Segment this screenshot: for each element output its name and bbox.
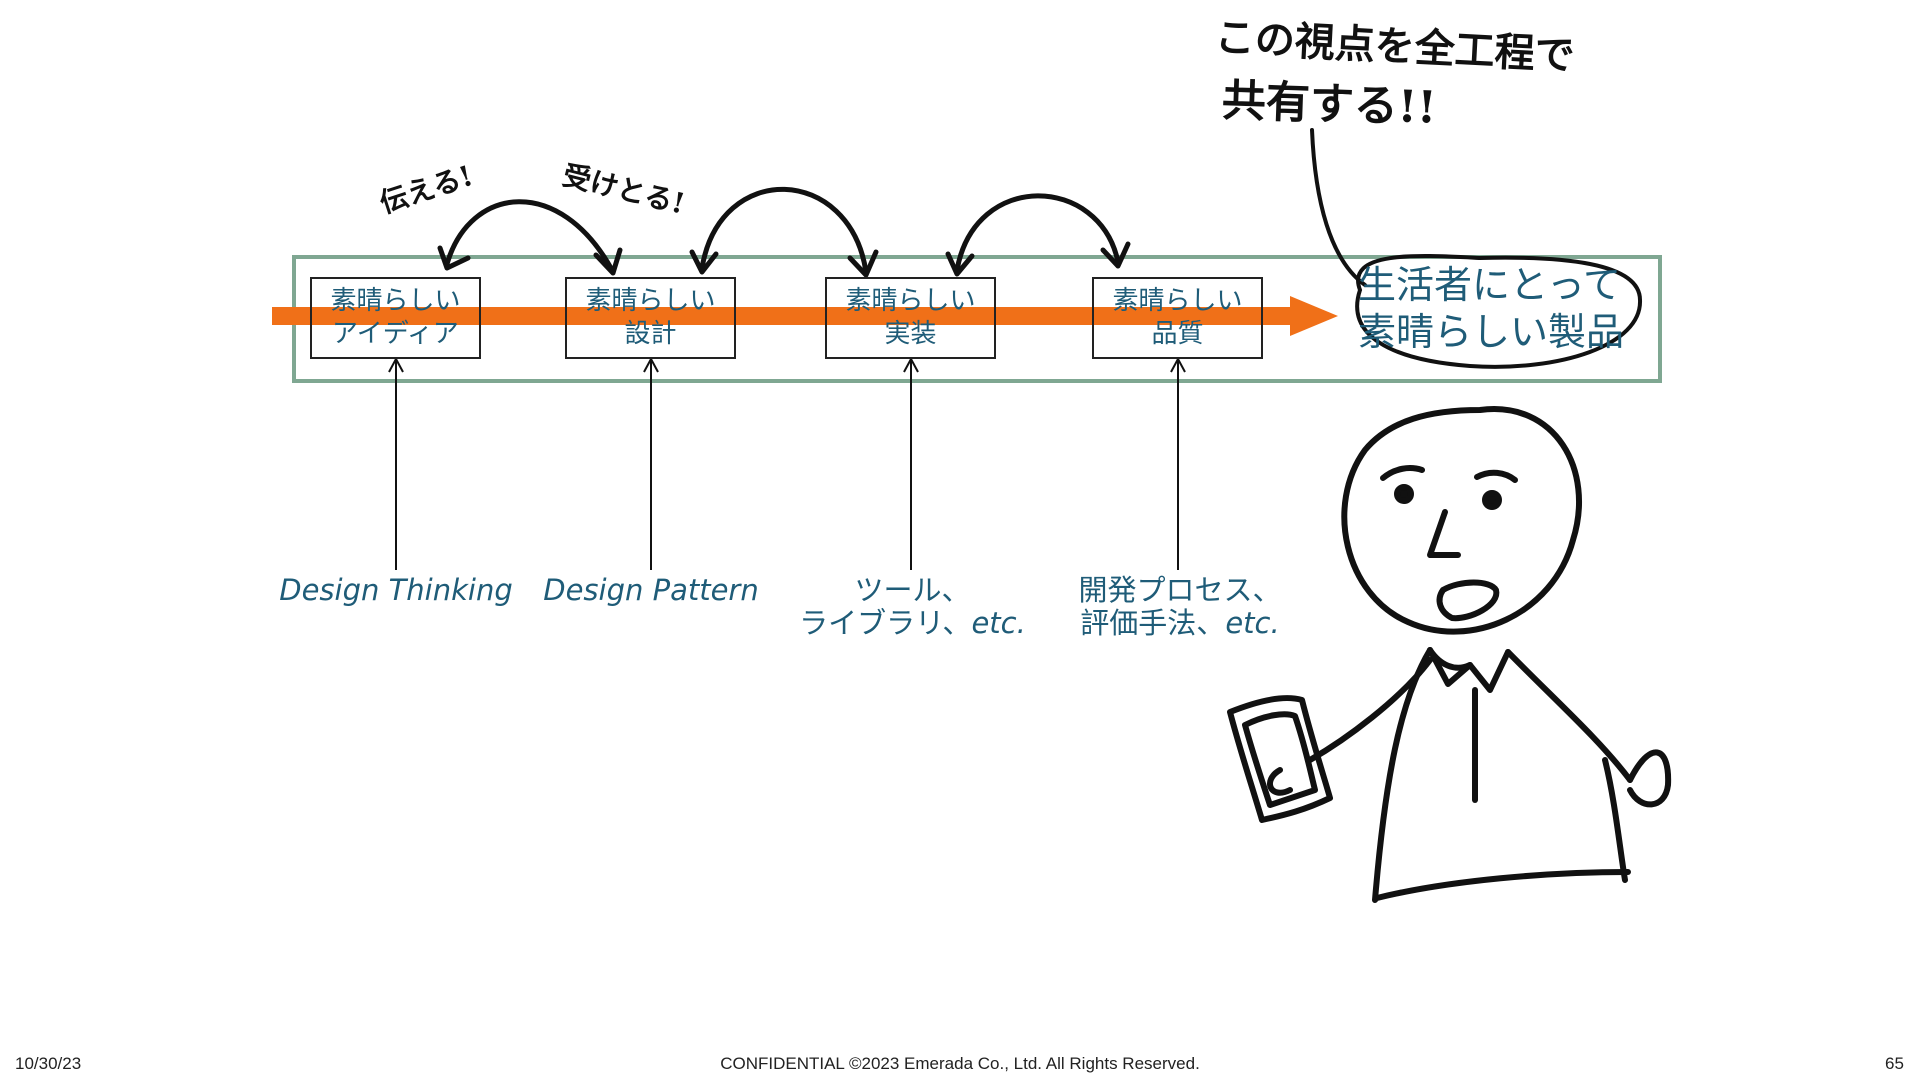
footer-date: 10/30/23	[15, 1054, 82, 1073]
goal-line1: 生活者にとって	[1358, 263, 1621, 307]
left-eyebrow	[1380, 465, 1425, 481]
stage-label-line1: 素晴らしい	[845, 286, 976, 316]
stage-box-idea: 素晴らしい アイディア	[310, 277, 481, 359]
head	[1341, 406, 1583, 635]
left-arm	[1307, 657, 1433, 763]
phone-screen	[1242, 711, 1318, 808]
method-line1: 開発プロセス、	[1078, 573, 1282, 607]
stage-box-design: 素晴らしい 設計	[565, 277, 736, 359]
stage-label-line1: 素晴らしい	[330, 286, 461, 316]
handwritten-convey: 伝える!	[375, 158, 477, 220]
stage-label-line2: 品質	[1151, 319, 1204, 349]
right-hand	[1627, 749, 1672, 808]
method-label-tools: ツール、 ライブラリ、etc.	[790, 574, 1035, 640]
mouth	[1436, 579, 1500, 622]
right-eyebrow	[1474, 469, 1518, 483]
nose	[1427, 509, 1461, 558]
phone	[1227, 695, 1333, 823]
left-eye	[1394, 484, 1414, 504]
left-hand	[1267, 767, 1293, 796]
stage-box-quality: 素晴らしい 品質	[1092, 277, 1263, 359]
method-label-design-pattern: Design Pattern	[543, 573, 759, 607]
waist	[1374, 869, 1631, 901]
stick-figure	[1227, 406, 1672, 903]
stage-label-line2: 設計	[624, 319, 677, 349]
collar-inner	[1427, 647, 1473, 671]
stage-label-line2: アイディア	[332, 319, 459, 349]
shoulder-right	[1505, 649, 1633, 783]
stage-box-implementation: 素晴らしい 実装	[825, 277, 996, 359]
collar	[1427, 647, 1511, 693]
goal-line2: 素晴らしい製品	[1358, 310, 1625, 354]
method-line2: ライブラリ、etc.	[799, 606, 1026, 640]
torso-right	[1602, 757, 1628, 883]
method-label-process: 開発プロセス、 評価手法、etc.	[1065, 574, 1295, 640]
method-line2: 評価手法、etc.	[1080, 606, 1280, 640]
goal-label: 生活者にとって 素晴らしい製品	[1358, 262, 1658, 356]
method-pointers	[388, 356, 1186, 570]
torso-left	[1372, 647, 1433, 903]
right-eye	[1482, 490, 1502, 510]
stage-label-line1: 素晴らしい	[1112, 286, 1243, 316]
page-number: 65	[1885, 1054, 1904, 1073]
handwritten-receive: 受けとる!	[559, 158, 689, 221]
method-label-design-thinking: Design Thinking	[279, 573, 513, 607]
stage-label-line1: 素晴らしい	[585, 286, 716, 316]
method-line1: ツール、	[854, 573, 971, 607]
footer-copyright: CONFIDENTIAL ©2023 Emerada Co., Ltd. All…	[720, 1054, 1200, 1073]
stage-label-line2: 実装	[884, 319, 937, 349]
handwritten-speech-line2: 共有する!!	[1221, 75, 1438, 134]
